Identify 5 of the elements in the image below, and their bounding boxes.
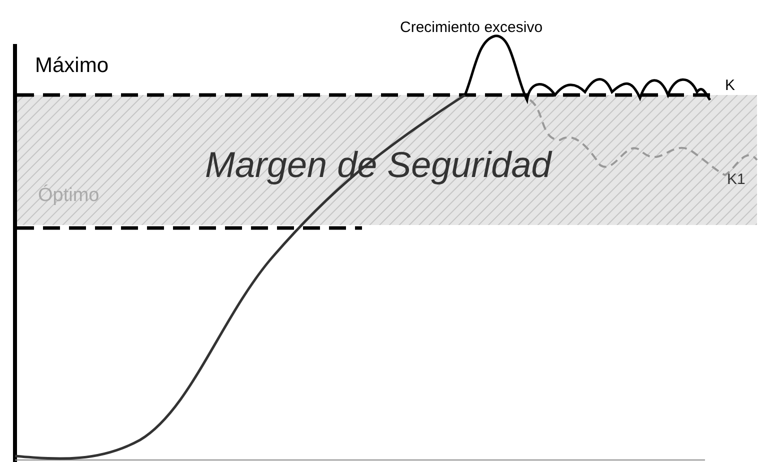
curve-label: K1: [727, 172, 746, 187]
axis-label: Máximo: [35, 55, 109, 76]
curve-label: K: [725, 78, 736, 93]
axis-label: Óptimo: [38, 186, 100, 205]
annotation-label: Crecimiento excesivo: [400, 20, 543, 35]
